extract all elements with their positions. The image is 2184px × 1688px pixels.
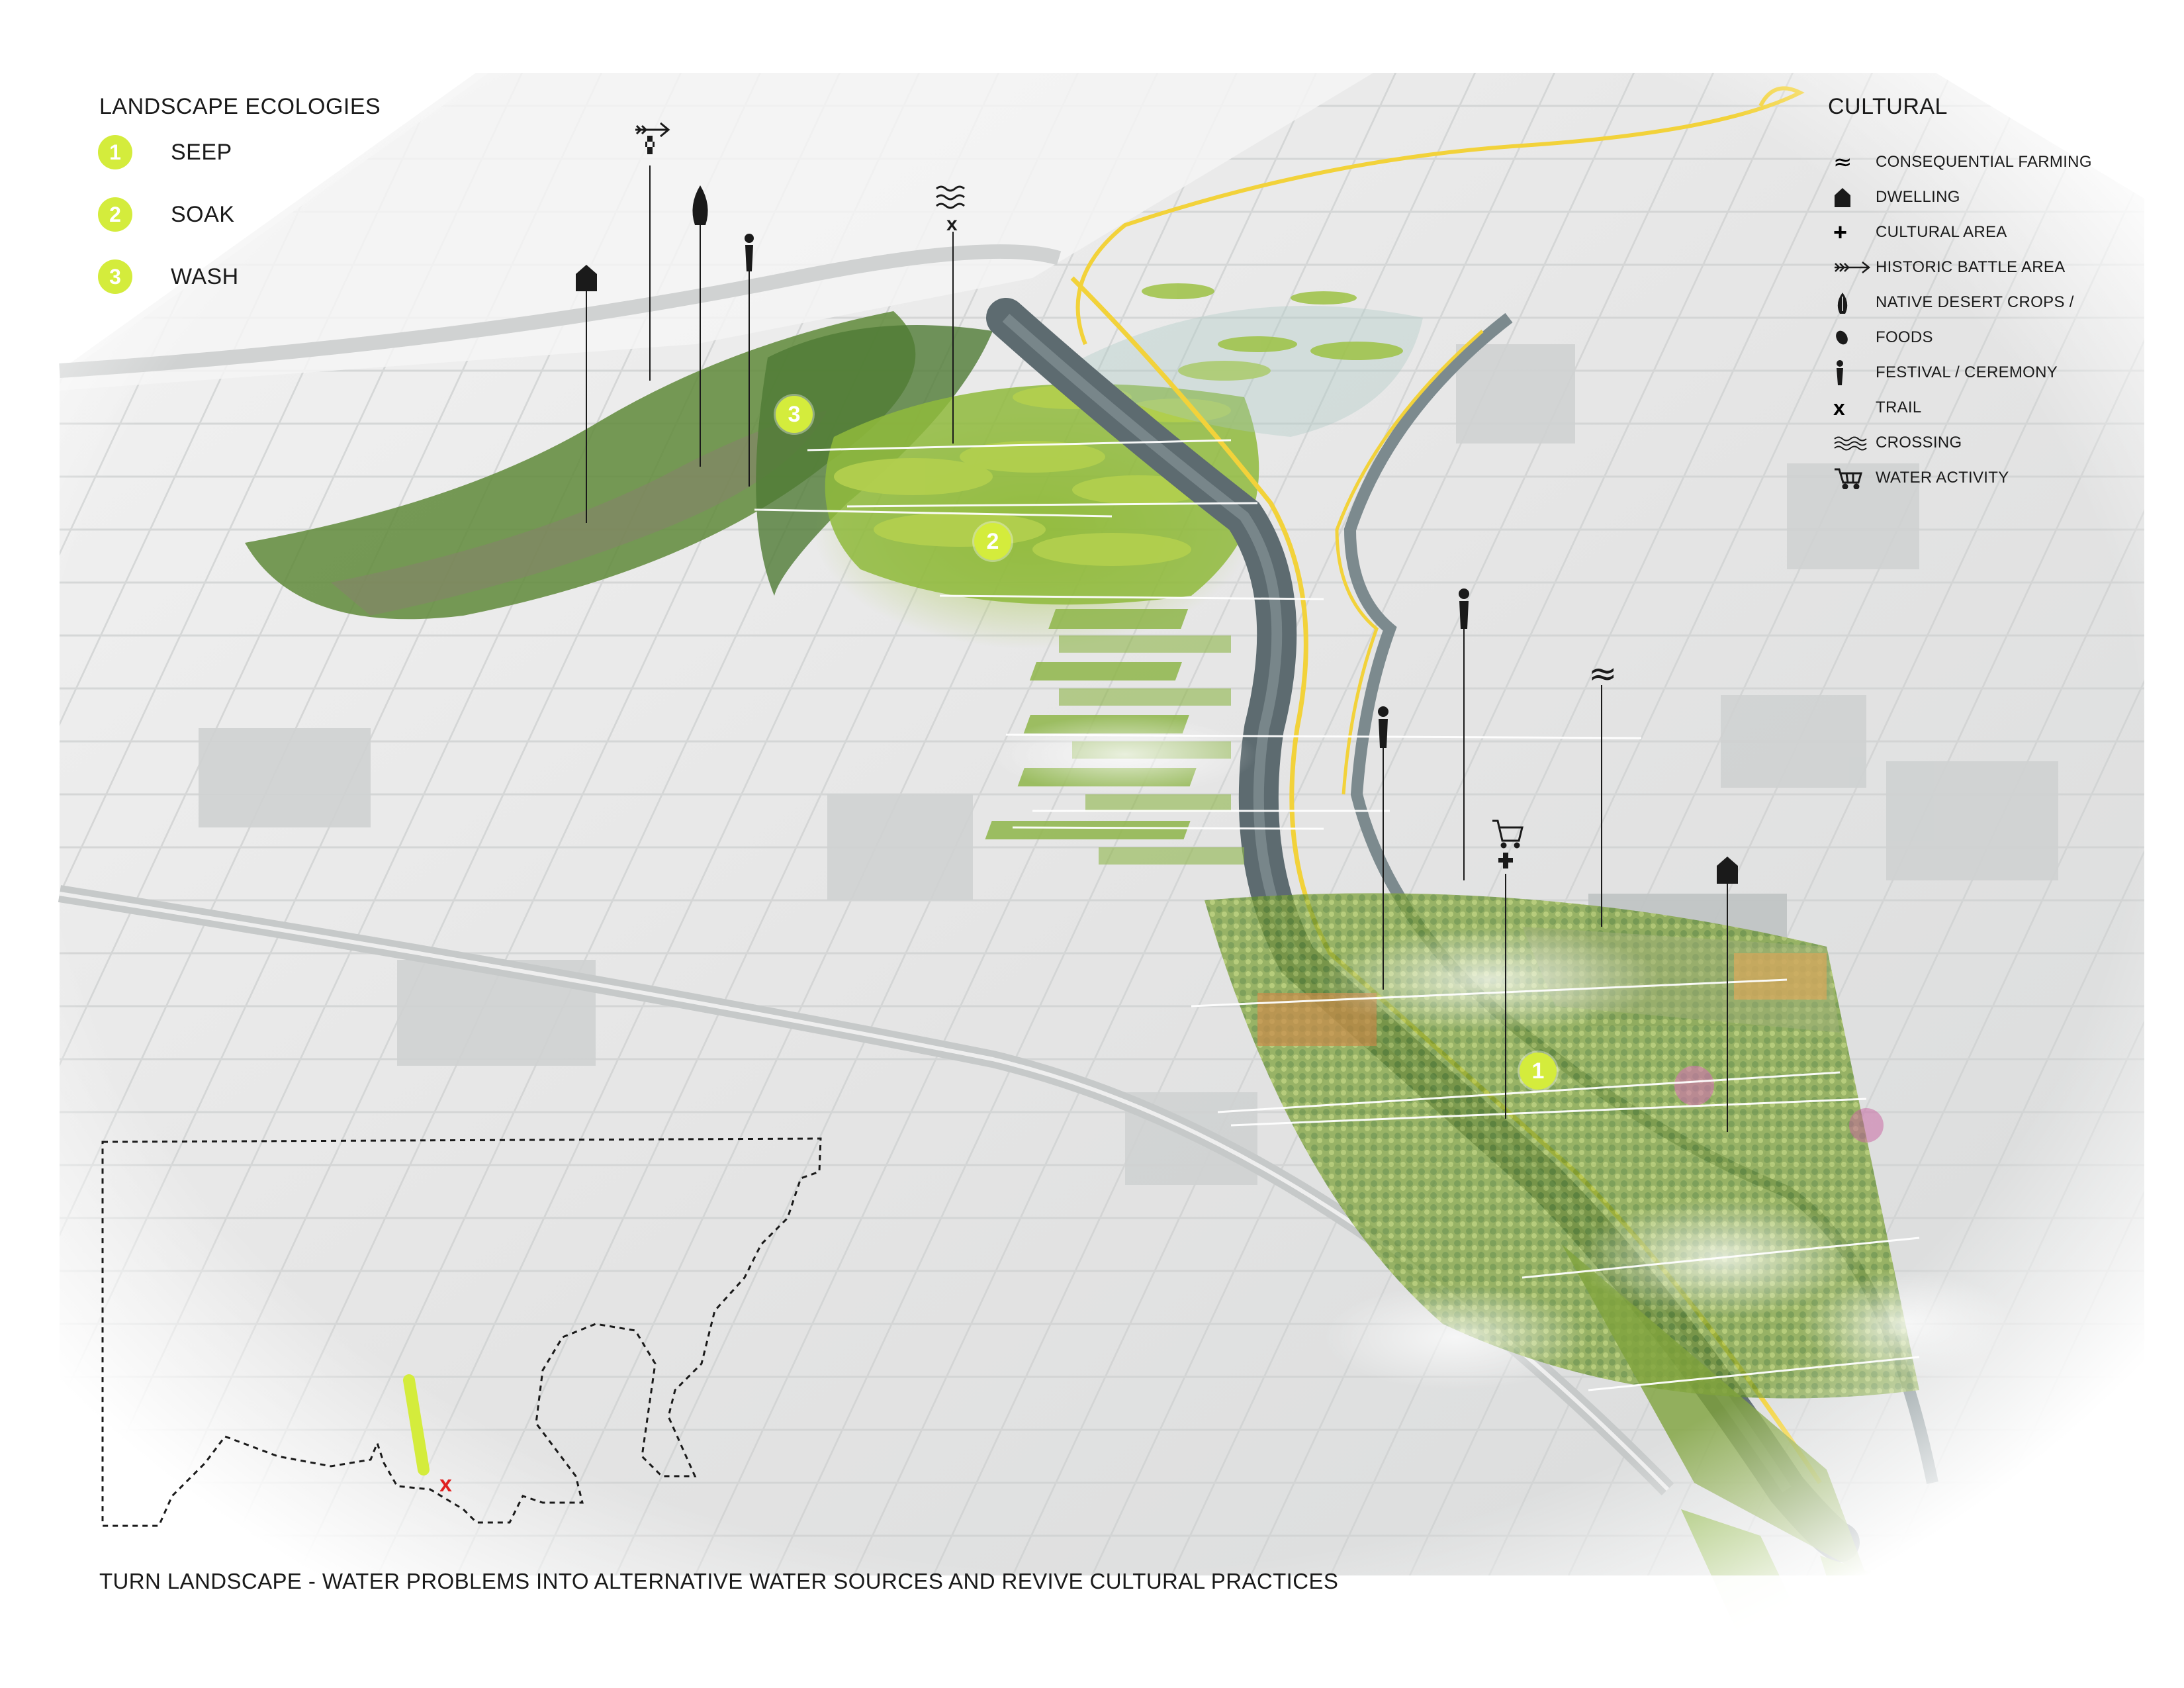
arrow-icon (1833, 254, 1870, 281)
legend-item-consequential-farming: ≈ CONSEQUENTIAL FARMING (1833, 146, 2092, 179)
legend-label: FOODS (1876, 328, 1933, 346)
cart-icon (1492, 820, 1524, 849)
legend-item-wash: 3 WASH (98, 257, 239, 297)
cross-icon: + (1833, 218, 1848, 246)
legend-item-seep: 1 SEEP (98, 132, 232, 172)
legend-label: NATIVE DESERT CROPS / (1876, 293, 2074, 311)
legend-item-foods: FOODS (1833, 321, 1933, 354)
legend-label: FESTIVAL / CEREMONY (1876, 363, 2058, 381)
legend-item-historic-battle-area: HISTORIC BATTLE AREA (1833, 251, 2066, 284)
dwelling-icon (1833, 184, 1870, 211)
legend-item-soak: 2 SOAK (98, 195, 234, 234)
landscape-ecologies-title: LANDSCAPE ECOLOGIES (99, 94, 381, 119)
cross-icon (1498, 853, 1513, 868)
dwelling-icon (576, 265, 597, 291)
locator-highlight (403, 1374, 430, 1476)
legend-item-festival-ceremony: FESTIVAL / CEREMONY (1833, 356, 2058, 389)
soak-number-badge: 2 (98, 197, 132, 232)
legend-item-water-activity: WATER ACTIVITY (1833, 461, 2009, 494)
cross-icon (645, 136, 655, 154)
map-marker-soak: 2 (974, 523, 1011, 560)
approx-icon: ≈ (1588, 654, 1617, 694)
dwelling-icon (1717, 857, 1738, 884)
waves-icon (1833, 430, 1870, 456)
seed-icon (1833, 324, 1870, 351)
legend-item-trail: x TRAIL (1833, 391, 1922, 424)
person-icon (1378, 706, 1388, 748)
legend-label: CROSSING (1876, 434, 1962, 451)
legend-label: CULTURAL AREA (1876, 223, 2007, 241)
legend-label: SOAK (171, 201, 235, 227)
legend-label: HISTORIC BATTLE AREA (1876, 258, 2066, 276)
x-icon: x (946, 213, 958, 235)
legend-item-native-desert-crops: NATIVE DESERT CROPS / (1833, 286, 2074, 319)
person-icon (745, 234, 754, 271)
person-icon (1833, 359, 1870, 386)
legend-item-dwelling: DWELLING (1833, 181, 1960, 214)
arrow-icon (635, 122, 670, 138)
legend-label: SEEP (171, 139, 232, 165)
seep-number-badge: 1 (98, 135, 132, 169)
callouts (586, 165, 1728, 1132)
map-marker-seep: 1 (1520, 1053, 1557, 1090)
legend-label: WASH (171, 263, 239, 289)
legend-label: TRAIL (1876, 399, 1922, 416)
legend-item-crossing: CROSSING (1833, 426, 1962, 459)
map-marker-wash: 3 (776, 396, 813, 433)
approx-icon: ≈ (1833, 149, 1852, 175)
legend-label: WATER ACTIVITY (1876, 469, 2009, 487)
plant-icon (692, 185, 708, 225)
waves-icon (936, 185, 965, 209)
plant-icon (1833, 289, 1870, 316)
locator-marker-icon: x (439, 1472, 452, 1497)
locator-inset (101, 1137, 822, 1527)
cart-icon (1833, 465, 1870, 491)
wash-number-badge: 3 (98, 259, 132, 294)
person-icon (1459, 588, 1469, 629)
x-icon: x (1833, 395, 1845, 420)
legend-item-cultural-area: + CULTURAL AREA (1833, 216, 2007, 249)
caption: TURN LANDSCAPE - WATER PROBLEMS INTO ALT… (99, 1569, 1339, 1593)
legend-label: DWELLING (1876, 188, 1960, 206)
legend-label: CONSEQUENTIAL FARMING (1876, 153, 2092, 171)
cultural-title: CULTURAL (1828, 94, 1948, 119)
